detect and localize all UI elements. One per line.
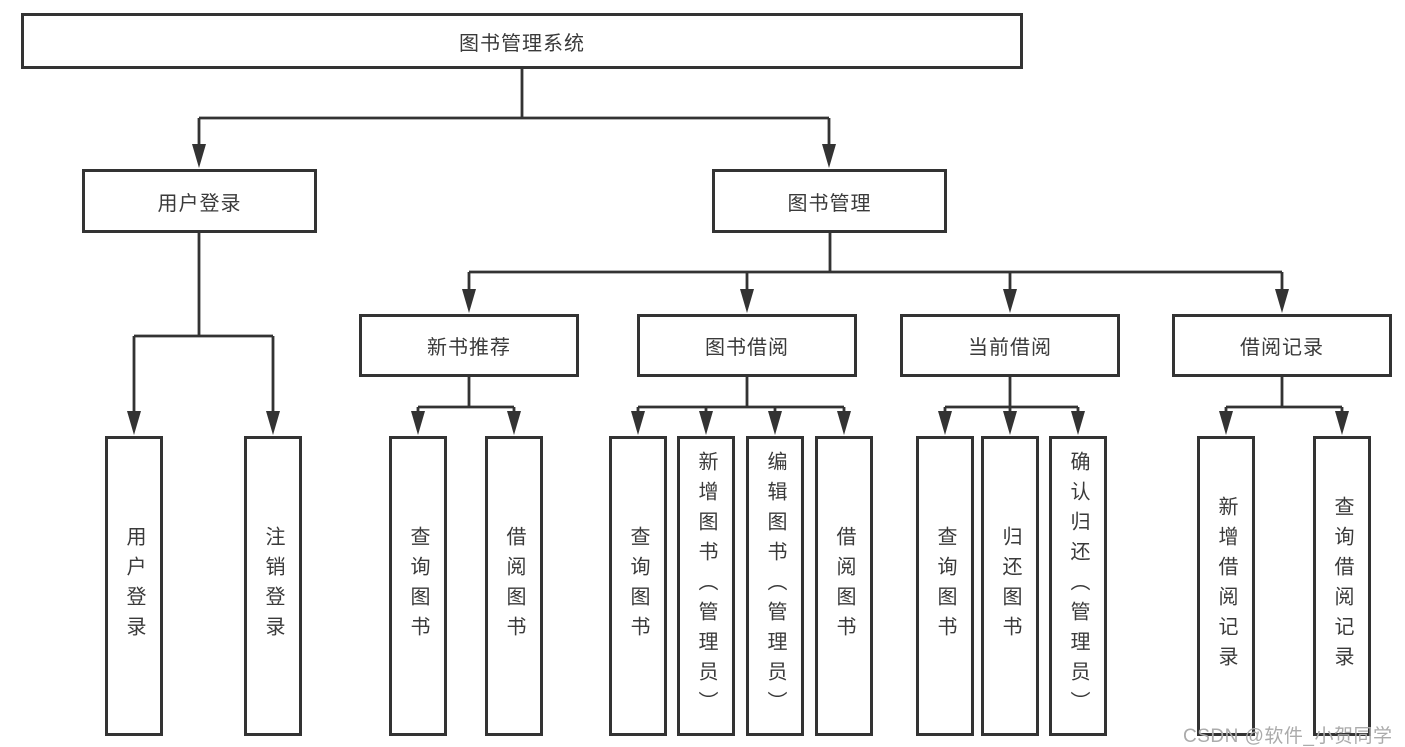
csdn-watermark: CSDN @软件_小贺同学 [1183, 726, 1393, 747]
leaf-recommend-borrow-book-label: 借阅图书 [503, 526, 525, 646]
leaf-edit-book-admin: 编辑图书（管理员） [746, 436, 804, 736]
node-borrow-records: 借阅记录 [1172, 314, 1392, 377]
leaf-add-book-admin: 新增图书（管理员） [677, 436, 735, 736]
leaf-add-borrow-record: 新增借阅记录 [1197, 436, 1255, 736]
node-current-borrow: 当前借阅 [900, 314, 1120, 377]
leaf-borrow-query-book-label: 查询图书 [627, 526, 649, 646]
leaf-confirm-return-admin-label: 确认归还（管理员） [1067, 451, 1089, 721]
node-book-management: 图书管理 [712, 169, 947, 233]
leaf-return-book-label: 归还图书 [999, 526, 1021, 646]
node-borrow-records-label: 借阅记录 [1240, 337, 1324, 359]
leaf-recommend-query-book-label: 查询图书 [407, 526, 429, 646]
leaf-recommend-borrow-book: 借阅图书 [485, 436, 543, 736]
leaf-add-borrow-record-label: 新增借阅记录 [1215, 496, 1237, 676]
leaf-confirm-return-admin: 确认归还（管理员） [1049, 436, 1107, 736]
node-new-book-recommend-label: 新书推荐 [427, 337, 511, 359]
connector-book-borrow-to-leaves [636, 377, 846, 413]
leaf-add-book-admin-label: 新增图书（管理员） [695, 451, 717, 721]
node-root-label: 图书管理系统 [459, 32, 585, 55]
leaf-edit-book-admin-label: 编辑图书（管理员） [764, 451, 786, 721]
connector-book-management-to-level2 [467, 233, 1284, 291]
leaf-logout: 注销登录 [244, 436, 302, 736]
arrowheads [127, 144, 1349, 435]
leaf-user-login: 用户登录 [105, 436, 163, 736]
connector-new-book-recommend-to-leaves [416, 377, 516, 413]
leaf-current-query-book: 查询图书 [916, 436, 974, 736]
connector-current-borrow-to-leaves [943, 377, 1080, 413]
node-book-borrow-label: 图书借阅 [705, 337, 789, 359]
leaf-recommend-query-book: 查询图书 [389, 436, 447, 736]
node-user-login: 用户登录 [82, 169, 317, 233]
node-current-borrow-label: 当前借阅 [968, 337, 1052, 359]
leaf-borrow-book-label: 借阅图书 [833, 526, 855, 646]
leaf-borrow-book: 借阅图书 [815, 436, 873, 736]
node-user-login-label: 用户登录 [157, 192, 242, 215]
leaf-current-query-book-label: 查询图书 [934, 526, 956, 646]
leaf-return-book: 归还图书 [981, 436, 1039, 736]
leaf-query-borrow-record-label: 查询借阅记录 [1331, 496, 1353, 676]
node-root: 图书管理系统 [21, 13, 1023, 69]
node-book-management-label: 图书管理 [787, 192, 872, 215]
leaf-logout-label: 注销登录 [262, 526, 284, 646]
node-new-book-recommend: 新书推荐 [359, 314, 579, 377]
leaf-user-login-label: 用户登录 [123, 526, 145, 646]
node-book-borrow: 图书借阅 [637, 314, 857, 377]
connector-user-login-to-leaves [132, 233, 275, 413]
connector-root-to-level1 [197, 69, 831, 146]
leaf-borrow-query-book: 查询图书 [609, 436, 667, 736]
leaf-query-borrow-record: 查询借阅记录 [1313, 436, 1371, 736]
connector-borrow-records-to-leaves [1224, 377, 1344, 413]
